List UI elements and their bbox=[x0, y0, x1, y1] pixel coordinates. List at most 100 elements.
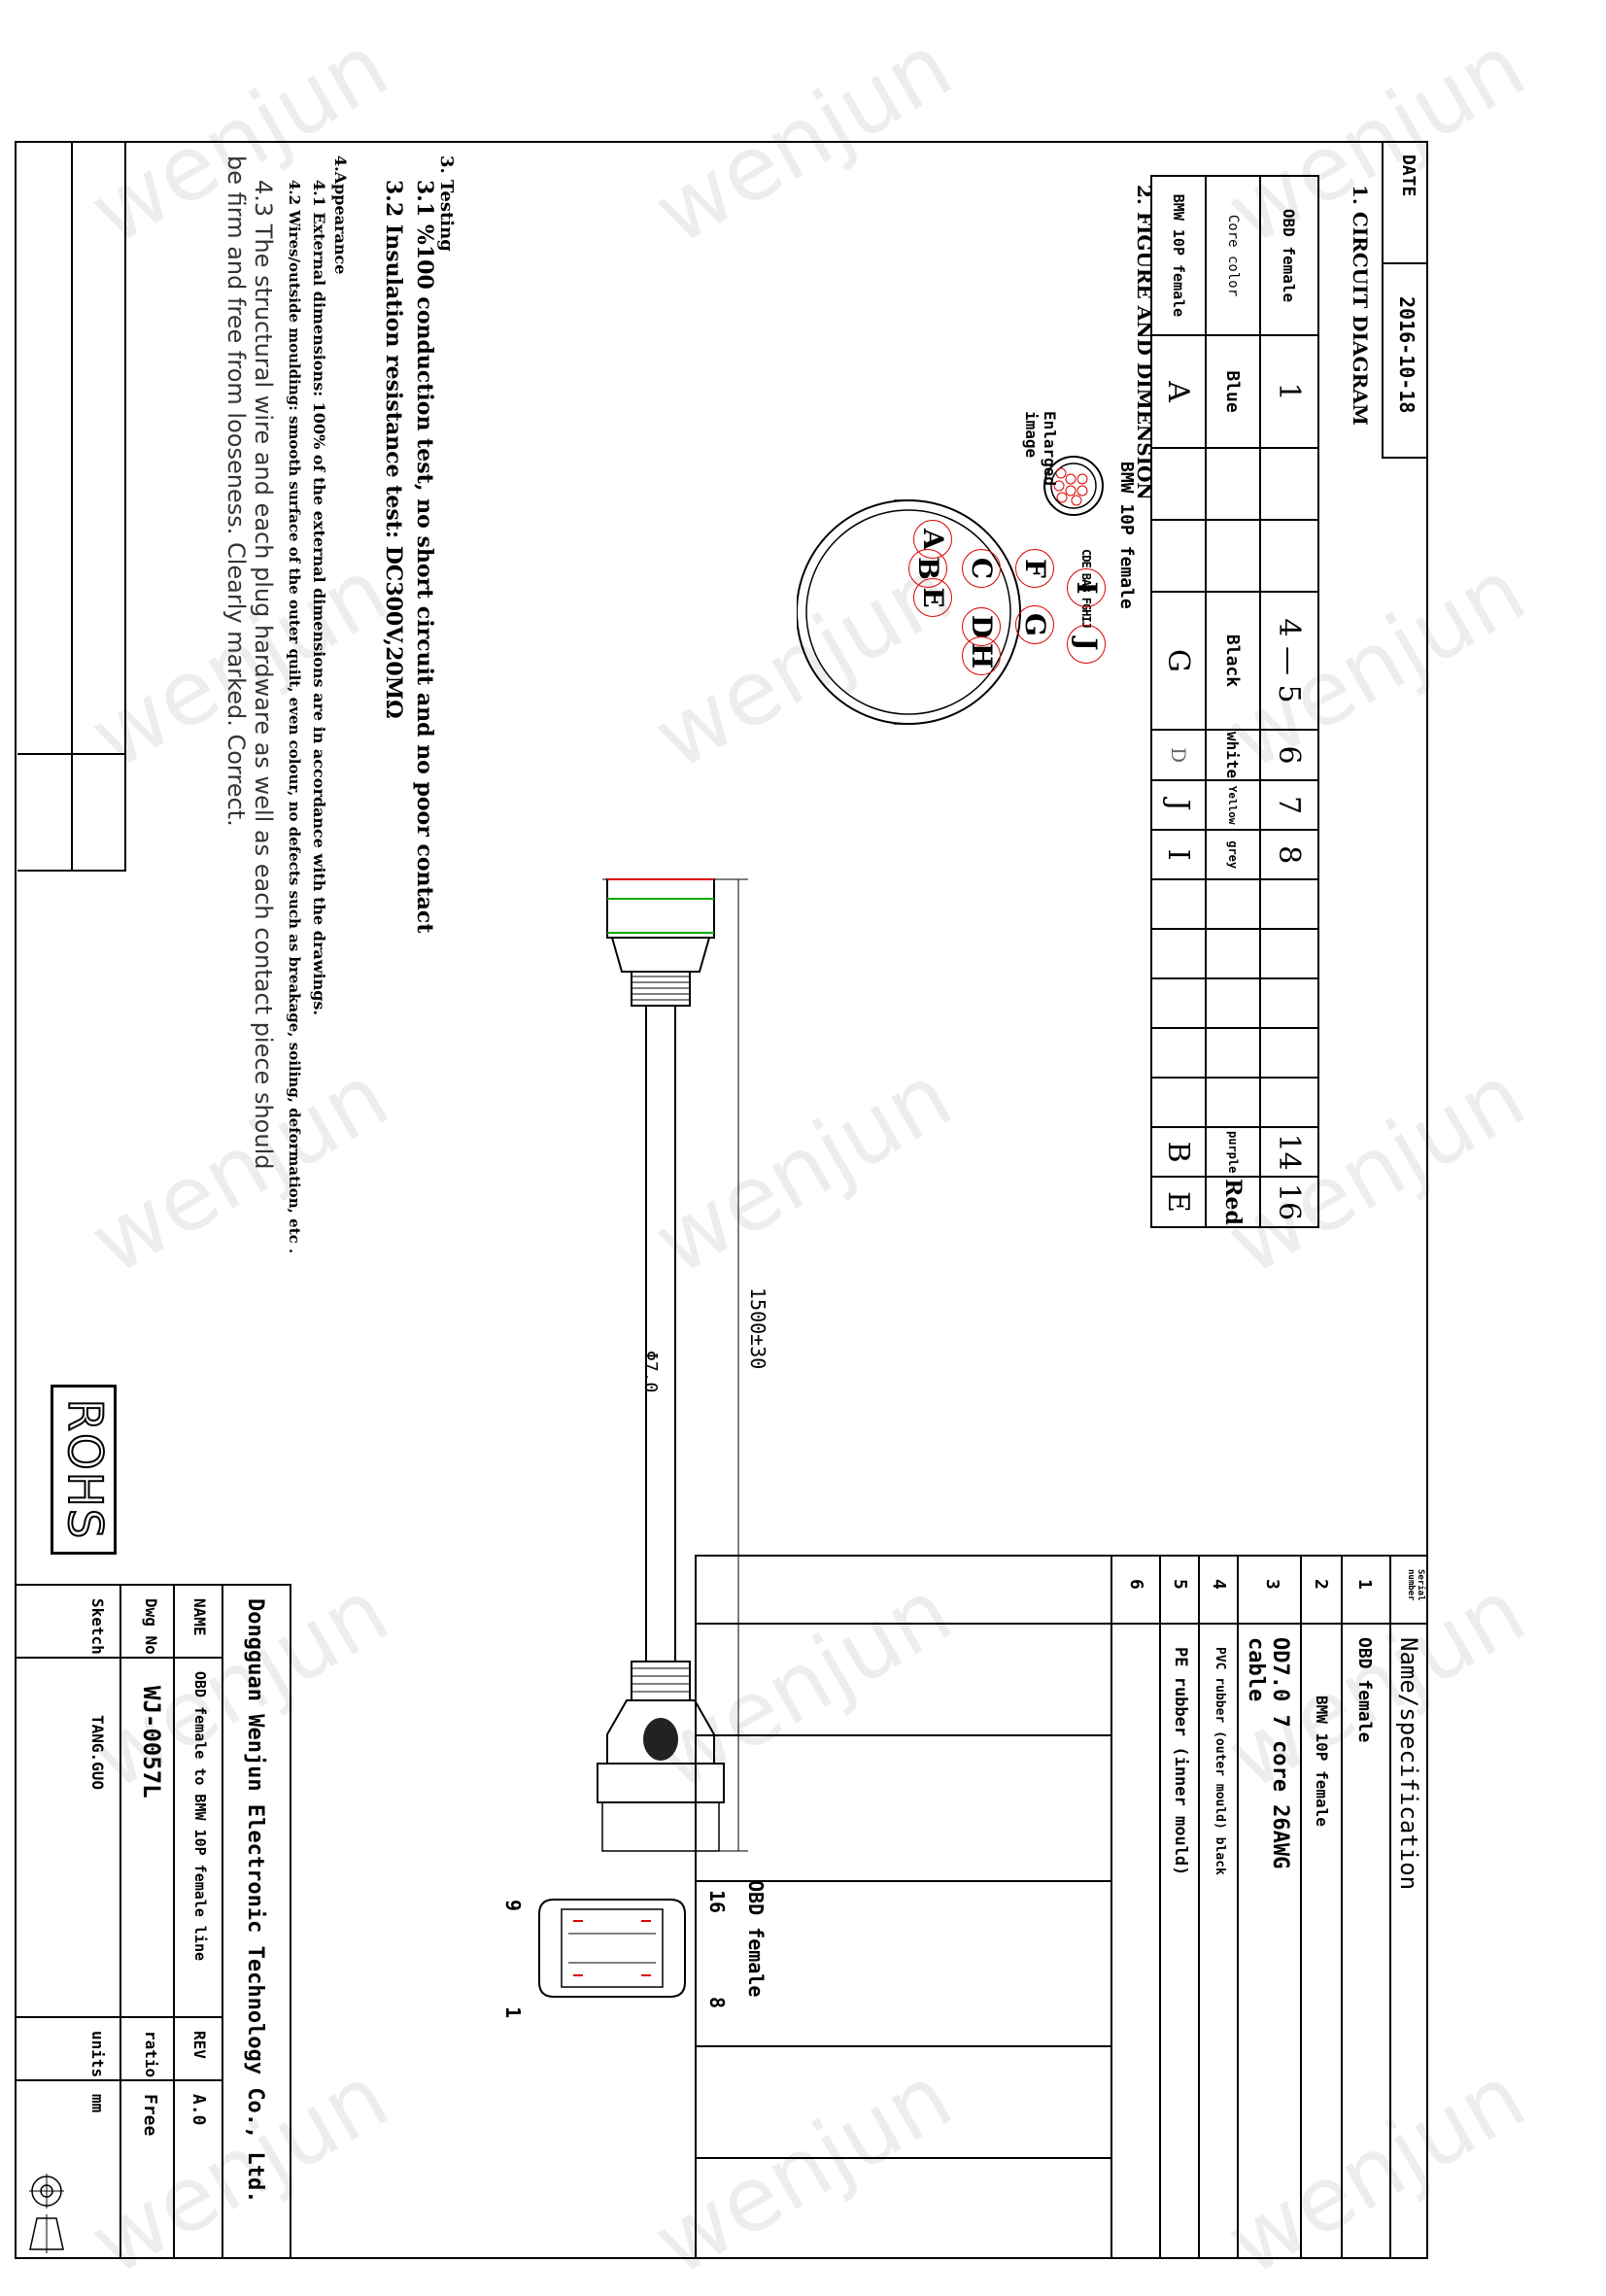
title-divider bbox=[15, 2079, 222, 2081]
obd-connector-face bbox=[538, 1899, 686, 1998]
date-value: 2016-10-18 bbox=[1395, 296, 1418, 414]
table-cell: A bbox=[1151, 335, 1206, 448]
title-divider bbox=[15, 1657, 222, 1659]
circuit-table: OBD female 1 4 — 5 6 7 8 14 16 Core colo… bbox=[1150, 175, 1319, 1228]
pin-i: I bbox=[1067, 568, 1106, 607]
table-cell: grey bbox=[1206, 830, 1260, 880]
table-cell: I bbox=[1151, 830, 1206, 880]
table-cell bbox=[1206, 978, 1260, 1029]
appearance-moulding: 4.2 Wires/outside moulding: smooth surfa… bbox=[286, 180, 303, 1254]
bom-row-line bbox=[1111, 1555, 1112, 2259]
bmw-connector-small-icon bbox=[1043, 456, 1104, 516]
table-cell bbox=[1151, 929, 1206, 979]
dwg-value: WJ-0057L bbox=[138, 1686, 165, 1799]
bom-header-name: Name/specification bbox=[1395, 1637, 1422, 1891]
table-cell: 8 bbox=[1260, 830, 1318, 880]
title-line bbox=[173, 1584, 175, 2259]
bom-header-serial: Serial number bbox=[1406, 1569, 1425, 1601]
name-value: OBD female to BMW 10P female line bbox=[191, 1671, 209, 1962]
pin-c: C bbox=[962, 549, 1001, 588]
table-cell: 1 bbox=[1260, 335, 1318, 448]
row-label-bmw: BMW 10P female bbox=[1151, 176, 1206, 335]
bom-row-line bbox=[1237, 1555, 1239, 2259]
table-cell bbox=[1151, 978, 1206, 1029]
table-cell: E bbox=[1151, 1177, 1206, 1227]
bom-serial: 1 bbox=[1354, 1579, 1375, 1590]
table-cell: J bbox=[1151, 780, 1206, 831]
table-cell: G bbox=[1151, 592, 1206, 730]
table-cell bbox=[1260, 978, 1318, 1029]
table-cell: 7 bbox=[1260, 780, 1318, 831]
bom-divider bbox=[695, 2157, 1112, 2159]
table-cell bbox=[1151, 1078, 1206, 1128]
table-cell bbox=[1206, 879, 1260, 930]
rev-value: A.0 bbox=[188, 2094, 209, 2126]
section-circuit-diagram: 1. CIRCUIT DIAGRAM bbox=[1349, 185, 1372, 426]
table-cell bbox=[1260, 929, 1318, 979]
sketch-label: Sketch bbox=[88, 1598, 107, 1655]
section-figure-dimension: 2. FIGURE AND DIMENSION bbox=[1133, 185, 1156, 500]
table-cell: 4 — 5 bbox=[1260, 592, 1318, 730]
frame-divider bbox=[17, 870, 126, 872]
bom-divider bbox=[695, 1734, 1112, 1736]
date-label: DATE bbox=[1398, 154, 1418, 197]
bom-name: PVC rubber (outer mould) black bbox=[1213, 1647, 1227, 1875]
bom-name: BMW 10P female bbox=[1313, 1696, 1331, 1827]
section-appearance: 4.Appearance bbox=[331, 155, 350, 275]
bom-row-line bbox=[1389, 1555, 1391, 2259]
testing-insulation: 3.2 Insulation resistance test: DC300V,2… bbox=[381, 180, 406, 719]
pin-j: J bbox=[1067, 625, 1106, 664]
bom-row-line bbox=[1159, 1555, 1161, 2259]
pin-f: F bbox=[1015, 549, 1054, 588]
table-cell bbox=[1151, 879, 1206, 930]
table-cell: Black bbox=[1206, 592, 1260, 730]
table-cell bbox=[1206, 1078, 1260, 1128]
table-cell bbox=[1260, 1078, 1318, 1128]
table-cell bbox=[1206, 929, 1260, 979]
rev-label: REV bbox=[190, 2031, 209, 2059]
bom-serial: 2 bbox=[1311, 1579, 1331, 1590]
dwg-label: Dwg No bbox=[142, 1598, 160, 1655]
bom-name: OD7.0 7 core 26AWG cable bbox=[1244, 1637, 1292, 1869]
table-cell bbox=[1206, 1028, 1260, 1079]
table-cell: D bbox=[1151, 730, 1206, 781]
table-cell: Red bbox=[1206, 1177, 1260, 1227]
row-label-core-color: Core color bbox=[1206, 176, 1260, 335]
bom-divider bbox=[695, 1880, 1112, 1882]
units-label: units bbox=[88, 2031, 107, 2078]
appearance-structure: 4.3 The structural wire and each plug ha… bbox=[250, 180, 277, 1170]
name-label: NAME bbox=[190, 1598, 209, 1636]
table-cell bbox=[1206, 448, 1260, 520]
bmw-connector-label: BMW 10P female bbox=[1116, 462, 1137, 609]
pin-g: G bbox=[1015, 605, 1054, 644]
pin-b: B bbox=[908, 549, 947, 588]
table-cell: B bbox=[1151, 1127, 1206, 1178]
bom-row-line bbox=[1341, 1555, 1343, 2259]
bom-serial: 3 bbox=[1262, 1579, 1282, 1590]
bom-row-line bbox=[1300, 1555, 1302, 2259]
projection-symbol-icon bbox=[29, 2174, 64, 2253]
obd-pin-1: 1 bbox=[501, 2006, 525, 2019]
length-dimension: 1500±30 bbox=[746, 1287, 769, 1370]
bom-serial: 4 bbox=[1209, 1579, 1229, 1590]
rohs-stamp: ROHS bbox=[51, 1385, 117, 1555]
table-cell bbox=[1151, 520, 1206, 592]
bom-table bbox=[695, 1555, 1428, 2259]
bmw-connector-enlarged bbox=[797, 499, 1021, 725]
sketch-value: TANG.GUO bbox=[88, 1715, 107, 1791]
diameter-dimension: Φ7.0 bbox=[640, 1351, 661, 1393]
table-cell bbox=[1260, 520, 1318, 592]
bom-serial: 6 bbox=[1126, 1579, 1146, 1590]
table-cell: Yellow bbox=[1206, 780, 1260, 831]
bom-divider bbox=[695, 1623, 1428, 1625]
table-cell bbox=[1260, 1028, 1318, 1079]
testing-conduction: 3.1 %100 conduction test, no short circu… bbox=[412, 180, 437, 934]
table-cell bbox=[1151, 448, 1206, 520]
table-cell bbox=[1260, 448, 1318, 520]
appearance-structure-cont: be firm and free from looseness. Clearly… bbox=[222, 155, 250, 827]
cable-assembly-drawing bbox=[597, 878, 748, 1852]
appearance-dimensions: 4.1 External dimensions: 100% of the ext… bbox=[310, 180, 328, 1015]
engineering-sheet: DATE 2016-10-18 1. CIRCUIT DIAGRAM OBD f… bbox=[15, 141, 1428, 2259]
table-cell: 14 bbox=[1260, 1127, 1318, 1178]
